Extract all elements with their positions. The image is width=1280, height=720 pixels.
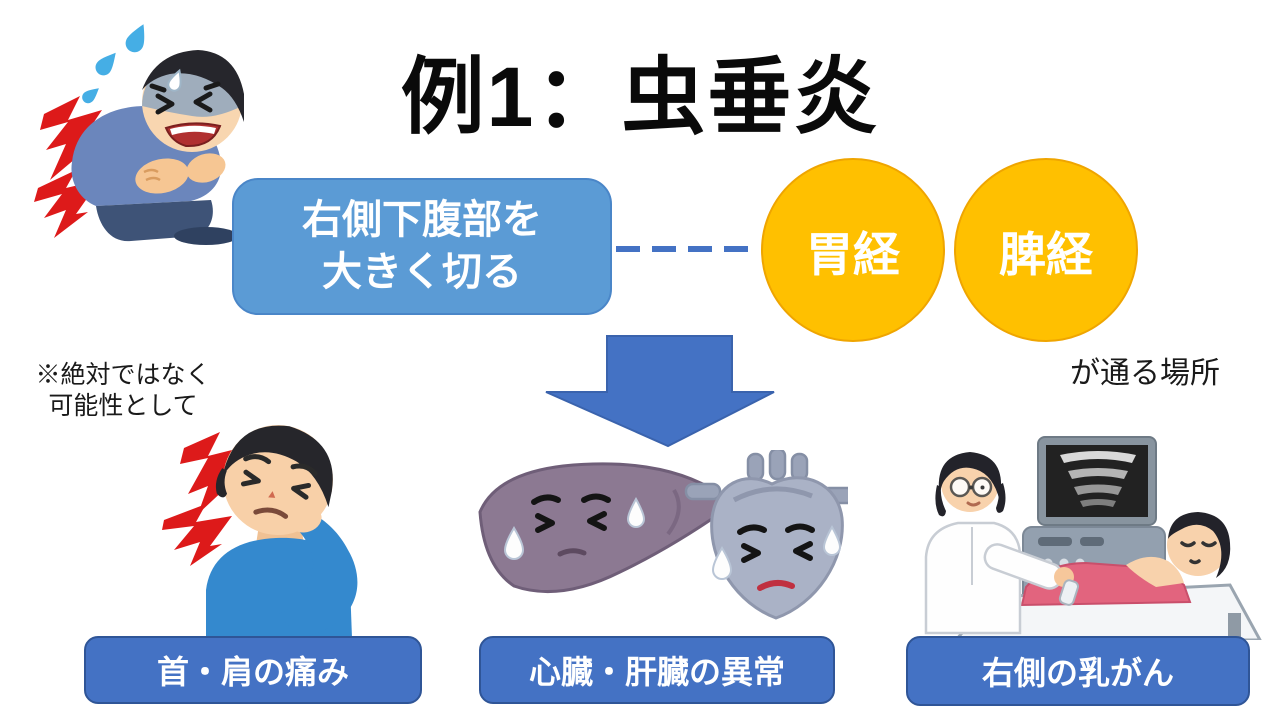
sick-liver-heart-illustration bbox=[478, 450, 848, 620]
stomach-meridian-label: 胃経 bbox=[806, 227, 900, 281]
clutching-hands bbox=[135, 153, 226, 194]
neck-pain-person-illustration bbox=[162, 425, 358, 638]
dashed-connector bbox=[616, 246, 748, 252]
stomach-meridian-circle: 胃経 bbox=[761, 158, 945, 342]
outcome-label-neck-shoulder: 首・肩の痛み bbox=[84, 636, 422, 704]
note-line2: 可能性として bbox=[48, 392, 198, 421]
ultrasound-exam-illustration bbox=[924, 436, 1262, 640]
sick-face bbox=[142, 50, 244, 152]
pained-face bbox=[215, 425, 333, 535]
note-line1: ※絶対ではなく bbox=[35, 361, 211, 389]
spleen-meridian-label: 脾経 bbox=[999, 227, 1093, 281]
outcome-label-breast-cancer: 右側の乳がん bbox=[906, 636, 1250, 706]
outcome-label-text: 右側の乳がん bbox=[981, 655, 1174, 691]
outcome-label-text: 心臓・肝臓の異常 bbox=[528, 654, 785, 690]
ultrasound-monitor-icon bbox=[1037, 436, 1157, 535]
disclaimer-note: ※絶対ではなく 可能性として bbox=[8, 360, 238, 423]
cause-box-line1: 右側下腹部を bbox=[302, 198, 542, 243]
ultrasound-probe-icon bbox=[1058, 579, 1080, 606]
stomachache-person-illustration bbox=[34, 24, 244, 245]
doctor bbox=[924, 452, 1080, 635]
outcome-label-heart-liver: 心臓・肝臓の異常 bbox=[479, 636, 835, 704]
sad-liver-icon bbox=[478, 462, 724, 594]
cause-box-line2: 大きく切る bbox=[322, 249, 522, 294]
sweat-drops-icon bbox=[82, 24, 145, 104]
pain-lightning-icon bbox=[162, 432, 240, 566]
outcome-label-text: 首・肩の痛み bbox=[156, 654, 349, 690]
spleen-meridian-circle: 脾経 bbox=[954, 158, 1138, 342]
down-arrow bbox=[545, 335, 775, 448]
glasses-icon bbox=[949, 476, 993, 498]
meridian-caption: が通る場所 bbox=[1070, 357, 1220, 390]
page-title: 例1：虫垂炎 bbox=[400, 50, 880, 144]
sad-heart-icon bbox=[684, 450, 848, 620]
cause-box: 右側下腹部を 大きく切る bbox=[232, 178, 612, 315]
